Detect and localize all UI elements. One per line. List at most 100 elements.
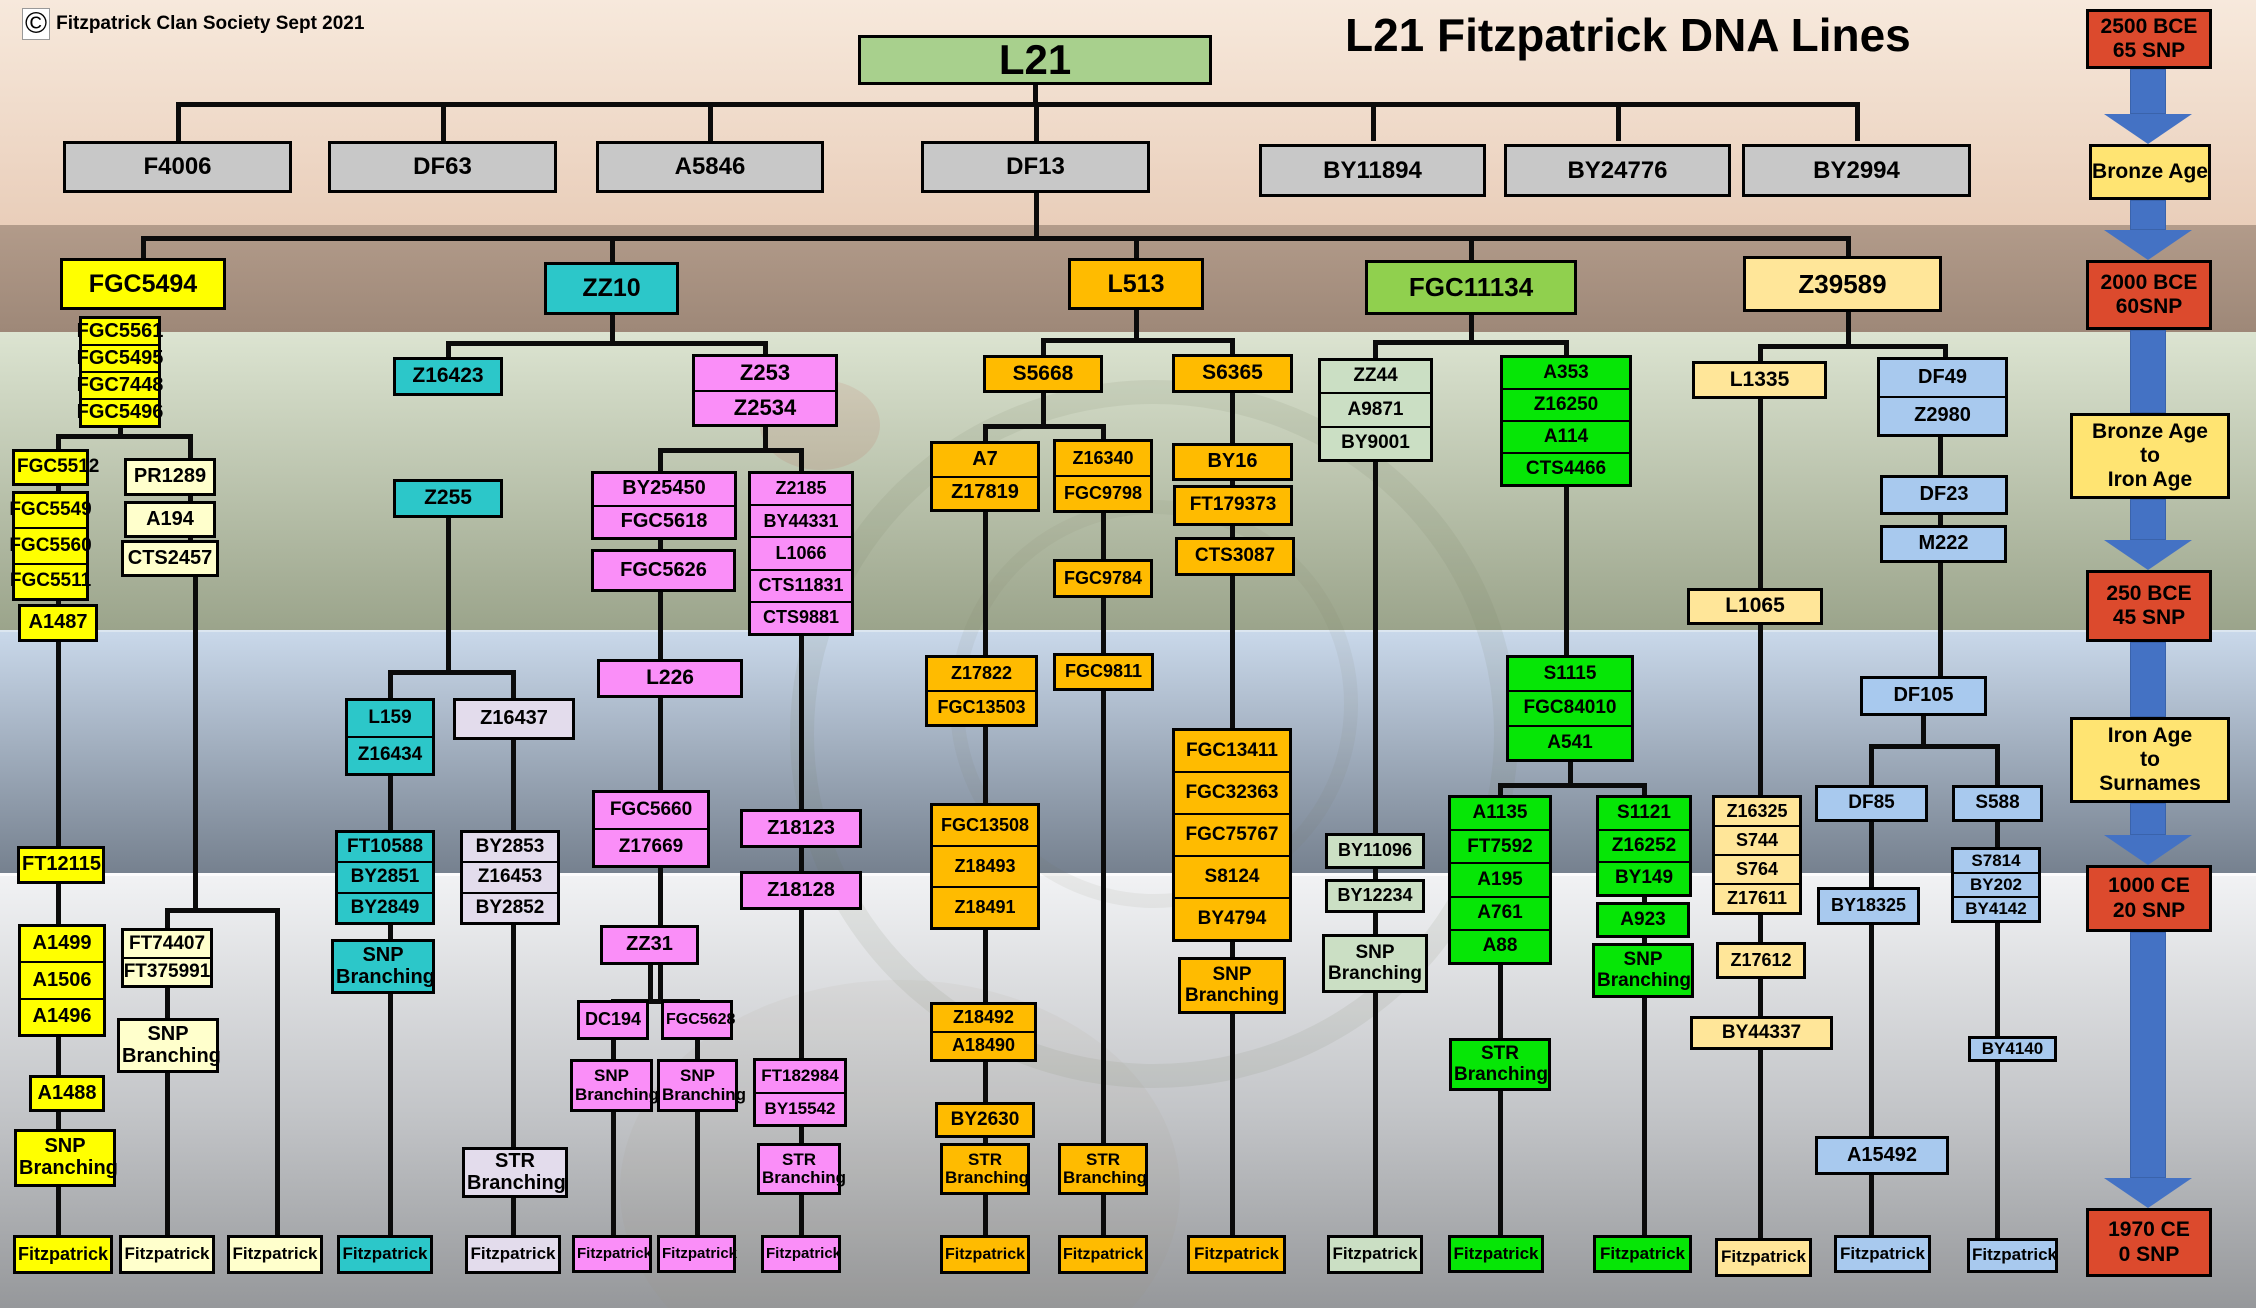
node-fgc5549_stack-row-0: FGC5549 (9, 499, 92, 521)
joint-bar (610, 999, 700, 1004)
timeline-t1000-label: 20 SNP (2112, 898, 2186, 922)
joint-bar (1372, 340, 1569, 345)
node-df49_stack-row-1: Z2980 (1880, 396, 2005, 434)
timeline-arrow-head-icon (2104, 114, 2192, 144)
node-snpb_palegreen-label: Branching (1328, 962, 1422, 984)
node-s1121_stack-row-2: BY149 (1599, 861, 1689, 894)
node-snpb_cream-label: SNP (147, 1022, 189, 1045)
node-l21-label: L21 (998, 36, 1072, 84)
node-df85-label: DF85 (1848, 792, 1895, 814)
line (657, 448, 663, 999)
node-z16325_stack-row-3: Z17611 (1715, 883, 1799, 912)
node-zz31-label: ZZ31 (626, 933, 673, 956)
node-fgc5561_stack-row-0: FGC5561 (76, 319, 164, 342)
copyright-icon: © (22, 8, 51, 40)
joint-stem (1468, 315, 1474, 345)
joint-bar (1757, 344, 1948, 349)
node-by2853_stack-row-1: Z16453 (463, 861, 557, 891)
node-by25450_stack-row-0: BY25450 (622, 477, 706, 500)
node-a353_stack-row-1: Z16250 (1503, 388, 1629, 420)
node-by12234: BY12234 (1325, 879, 1425, 913)
node-fgc9784-label: FGC9784 (1063, 567, 1143, 588)
node-snpb_orange-label: SNP (1212, 963, 1252, 985)
node-by16: BY16 (1172, 443, 1293, 481)
node-by2853_stack-row-2: BY2852 (463, 891, 557, 922)
line (610, 999, 616, 1235)
timeline-t2000-label: 60SNP (2115, 295, 2183, 318)
node-z2185_stack-row-0: Z2185 (775, 478, 827, 499)
node-by11894-label: BY11894 (1323, 156, 1422, 184)
node-fitz9: Fitzpatrick (940, 1235, 1030, 1274)
joint-drop (707, 102, 713, 141)
node-z17612-label: Z17612 (1730, 949, 1792, 970)
node-fgc13411_stack-row-1: FGC32363 (1175, 771, 1289, 813)
line (1100, 424, 1106, 1235)
timeline-arrow-shaft-0 (2130, 69, 2166, 114)
node-by18325-label: BY18325 (1830, 895, 1907, 916)
node-fgc5626: FGC5626 (591, 549, 736, 592)
node-fgc5512: FGC5512 (12, 449, 99, 486)
line (1868, 744, 1874, 1235)
node-fgc13411_stack-row-3: S8124 (1175, 855, 1289, 897)
node-df63-label: DF63 (413, 153, 472, 181)
node-fgc5494-label: FGC5494 (88, 269, 198, 298)
timeline-tbronzeiron-label: to (2140, 443, 2160, 467)
node-fgc11134-label: FGC11134 (1408, 272, 1534, 303)
line (1563, 340, 1569, 762)
node-fitz6-label: Fitzpatrick (577, 1244, 653, 1262)
node-fgc13411_stack-row-4: BY4794 (1175, 897, 1289, 939)
node-z18128: Z18128 (740, 871, 862, 910)
node-fitz17: Fitzpatrick (1967, 1238, 2058, 1273)
node-by12234-label: BY12234 (1337, 885, 1413, 906)
joint-drop (1845, 236, 1851, 262)
joint-stem (1845, 312, 1851, 349)
node-fgc5549_stack-row-1: FGC5560 (9, 527, 92, 562)
joint-drop (609, 236, 615, 262)
node-fgc9811-label: FGC9811 (1064, 661, 1143, 682)
node-z16423-label: Z16423 (412, 364, 484, 388)
node-z255: Z255 (393, 479, 503, 518)
node-strb_pink-label: STR (782, 1149, 816, 1169)
joint-stem (647, 965, 653, 1004)
node-a1135_stack-row-1: FT7592 (1451, 829, 1549, 862)
node-strb_green-label: STR (1481, 1042, 1519, 1064)
joint-drop (1468, 236, 1474, 262)
joint-bar (164, 908, 280, 913)
node-z17612: Z17612 (1716, 942, 1806, 979)
page-title: L21 Fitzpatrick DNA Lines (1345, 9, 1911, 61)
node-cts3087-label: CTS3087 (1194, 545, 1276, 567)
node-z39589-label: Z39589 (1798, 268, 1887, 299)
node-snpb_teal-label: Branching (336, 965, 435, 988)
node-m222-label: M222 (1918, 532, 1969, 555)
node-ft10588_stack-row-2: BY2849 (338, 891, 432, 922)
node-z253_stack-row-1: Z2534 (695, 389, 835, 425)
node-a1488: A1488 (29, 1075, 105, 1112)
node-df13: DF13 (921, 141, 1150, 193)
node-z18492_stack-row-1: A18490 (933, 1031, 1034, 1059)
node-fitz1-label: Fitzpatrick (18, 1243, 109, 1264)
timeline-tironsurname-label: Surnames (2099, 772, 2201, 796)
timeline-arrow-head-icon (2104, 230, 2192, 260)
node-s588: S588 (1952, 785, 2043, 822)
node-by11096-label: BY11096 (1337, 840, 1413, 861)
node-by2994: BY2994 (1742, 144, 1971, 197)
node-z16325_stack-row-2: S764 (1715, 854, 1799, 883)
node-df23-label: DF23 (1919, 483, 1969, 506)
node-fitz3-label: Fitzpatrick (232, 1244, 318, 1264)
timeline-t250-label: 250 BCE (2106, 581, 2192, 605)
node-by2630-label: BY2630 (950, 1108, 1020, 1130)
node-fitz8: Fitzpatrick (761, 1235, 841, 1273)
node-a923: A923 (1596, 902, 1690, 938)
node-by2853_stack-row-0: BY2853 (475, 835, 545, 857)
node-l1335: L1335 (1692, 361, 1827, 399)
joint-stem (1032, 85, 1038, 107)
